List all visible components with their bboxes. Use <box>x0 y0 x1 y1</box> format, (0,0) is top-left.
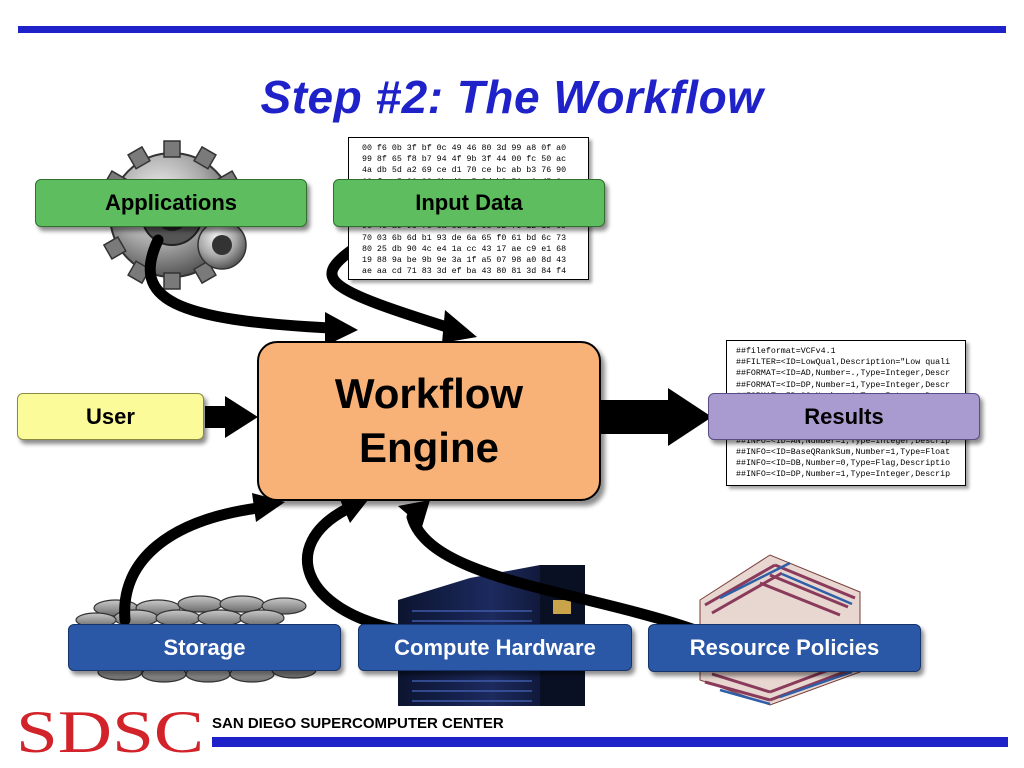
vcf-line: ##INFO=<ID=BaseQRankSum,Number=1,Type=Fl… <box>736 447 951 457</box>
vcf-line: ##FORMAT=<ID=DP,Number=1,Type=Integer,De… <box>736 380 951 390</box>
hex-line: 00 f6 0b 3f bf 0c 49 46 80 3d 99 a8 0f a… <box>362 144 567 153</box>
hex-line: 4a db 5d a2 69 ce d1 70 ce bc ab b3 76 9… <box>362 166 567 176</box>
workflow-engine-node: Workflow Engine <box>257 341 601 501</box>
slide-title: Step #2: The Workflow <box>260 71 764 123</box>
organization-name: SAN DIEGO SUPERCOMPUTER CENTER <box>212 715 504 732</box>
hex-line: 70 03 6b 6d b1 93 de 6a 65 f0 61 bd 6c 7… <box>362 233 567 243</box>
bottom-rule <box>212 737 1008 747</box>
vcf-line: ##fileformat=VCFv4.1 <box>736 347 836 356</box>
arrow-storage-to-engine <box>119 502 264 626</box>
hex-line: 80 25 db 90 4c e4 1a cc 43 17 ae c9 e1 6… <box>362 244 567 254</box>
storage-disks-icon <box>75 595 317 683</box>
storage-node: Storage <box>68 624 341 671</box>
flow-arrows <box>119 234 701 636</box>
vcf-line: ##INFO=<ID=DP,Number=1,Type=Integer,Desc… <box>736 470 951 480</box>
arrow-compute-to-engine <box>301 504 406 636</box>
arrow-applications-to-engine <box>144 234 336 334</box>
vcf-line: ##FILTER=<ID=LowQual,Description="Low qu… <box>736 358 951 368</box>
top-rule <box>18 26 1006 33</box>
engine-label-line1: Workflow <box>334 370 524 417</box>
arrow-policies-to-engine <box>406 511 701 636</box>
user-node: User <box>17 393 204 440</box>
hex-line: 19 88 9a be 9b 9e 3a 1f a5 07 98 a0 8d 4… <box>362 256 567 266</box>
vcf-line: ##INFO=<ID=AN,Number=1,Type=Integer,Desc… <box>736 436 951 446</box>
arrow-input-to-engine <box>326 244 456 334</box>
vcf-line: ##FORMAT=<ID=AD,Number=.,Type=Integer,De… <box>736 369 951 379</box>
svg-text:SDSC: SDSC <box>16 699 204 765</box>
hex-line: ae aa cd 71 83 3d ef ba 43 80 81 3d 84 f… <box>362 267 567 277</box>
resource-policies-node: Resource Policies <box>648 624 921 672</box>
results-node: Results <box>708 393 980 440</box>
input-data-node: Input Data <box>333 179 605 227</box>
compute-hardware-node: Compute Hardware <box>358 624 632 671</box>
engine-label-line2: Engine <box>358 424 499 471</box>
sdsc-logo: SDSC <box>16 699 204 765</box>
arrow-heads <box>205 310 712 527</box>
vcf-line: ##INFO=<ID=DB,Number=0,Type=Flag,Descrip… <box>736 459 951 469</box>
hex-line: 99 8f 65 f8 b7 94 4f 9b 3f 44 00 fc 50 a… <box>362 155 567 165</box>
applications-node: Applications <box>35 179 307 227</box>
